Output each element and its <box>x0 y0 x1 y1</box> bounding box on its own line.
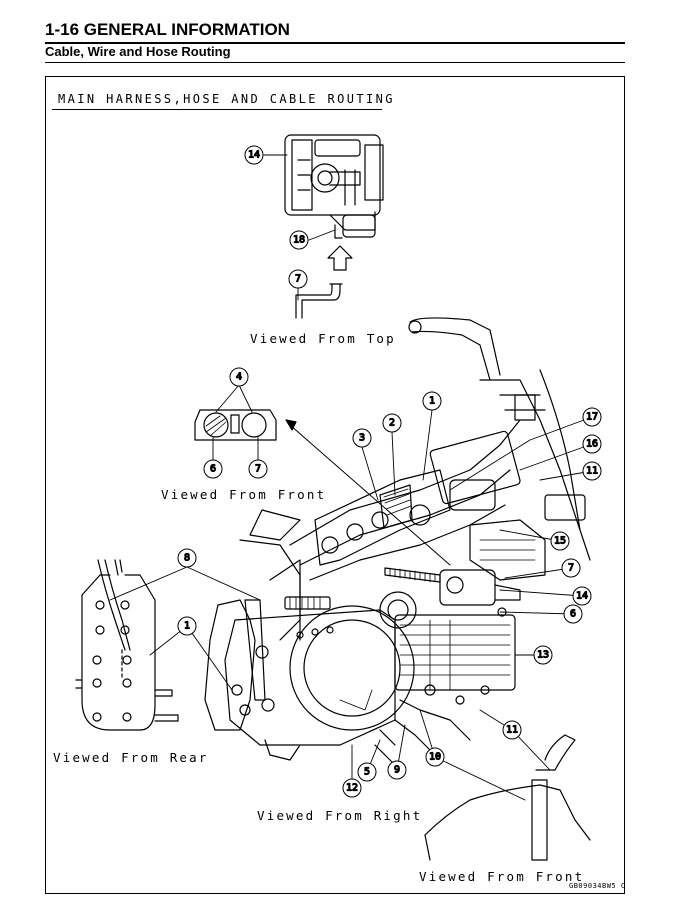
svg-text:6: 6 <box>570 609 576 620</box>
svg-text:2: 2 <box>389 418 395 429</box>
svg-text:7: 7 <box>255 464 261 475</box>
callout-7-right: 7 <box>561 558 581 578</box>
svg-text:11: 11 <box>506 725 518 736</box>
callout-4: 4 <box>229 367 249 387</box>
svg-text:10: 10 <box>429 752 441 763</box>
callout-13: 13 <box>533 645 553 665</box>
callout-1-rear: 1 <box>177 616 197 636</box>
svg-text:6: 6 <box>210 464 216 475</box>
callout-markers: 14 18 7 4 6 7 1 2 3 17 16 11 15 7 14 6 1… <box>177 145 602 798</box>
callout-16: 16 <box>582 434 602 454</box>
svg-text:14: 14 <box>248 150 260 161</box>
callout-8: 8 <box>177 548 197 568</box>
label-viewed-from-top: Viewed From Top <box>250 331 396 346</box>
rear-view-panel <box>75 559 179 731</box>
callout-18: 18 <box>289 230 309 250</box>
svg-text:7: 7 <box>295 274 301 285</box>
header-rule <box>45 42 625 44</box>
callout-15: 15 <box>550 531 570 551</box>
svg-text:8: 8 <box>184 553 190 564</box>
page-title: 1-16 GENERAL INFORMATION <box>45 20 290 39</box>
throttle-body-illustration <box>284 134 384 239</box>
callout-11-upper: 11 <box>582 461 602 481</box>
label-viewed-from-right: Viewed From Right <box>257 808 423 823</box>
section-title: Cable, Wire and Hose Routing <box>45 44 231 59</box>
callout-6-right: 6 <box>563 604 583 624</box>
direction-arrow-icon <box>327 245 353 271</box>
svg-text:14: 14 <box>576 591 588 602</box>
label-viewed-from-front-upper: Viewed From Front <box>161 487 327 502</box>
callout-14-top: 14 <box>244 145 264 165</box>
callout-17: 17 <box>582 407 602 427</box>
callout-9: 9 <box>387 760 407 780</box>
svg-text:15: 15 <box>554 536 566 547</box>
svg-text:16: 16 <box>586 439 598 450</box>
svg-text:17: 17 <box>586 412 598 423</box>
label-viewed-from-front-lower: Viewed From Front <box>419 869 585 884</box>
label-viewed-from-rear: Viewed From Rear <box>53 750 209 765</box>
svg-text:13: 13 <box>537 650 549 661</box>
svg-text:18: 18 <box>293 235 305 246</box>
svg-text:7: 7 <box>568 563 574 574</box>
section-rule <box>45 62 625 63</box>
clamp-illustration <box>194 409 277 441</box>
svg-text:11: 11 <box>586 466 598 477</box>
callout-7-top: 7 <box>288 269 308 289</box>
figure-frame <box>45 76 625 894</box>
callout-6-front: 6 <box>203 459 223 479</box>
callout-10: 10 <box>425 747 445 767</box>
figure-heading-underline <box>52 109 382 110</box>
callout-7-front: 7 <box>248 459 268 479</box>
lower-front-view-panel <box>424 734 591 861</box>
callout-14-right: 14 <box>572 586 592 606</box>
svg-text:4: 4 <box>236 372 242 383</box>
svg-text:1: 1 <box>429 396 435 407</box>
svg-text:3: 3 <box>359 433 365 444</box>
svg-text:12: 12 <box>346 783 358 794</box>
callout-3: 3 <box>352 428 372 448</box>
svg-text:9: 9 <box>394 765 400 776</box>
frame-and-engine-illustration <box>204 317 591 771</box>
svg-text:5: 5 <box>364 767 370 778</box>
callout-11-lower: 11 <box>502 720 522 740</box>
callout-1-right: 1 <box>422 391 442 411</box>
svg-text:1: 1 <box>184 621 190 632</box>
callout-12: 12 <box>342 778 362 798</box>
figure-code: GB09034BW5 C <box>569 882 626 890</box>
figure-heading: MAIN HARNESS,HOSE AND CABLE ROUTING <box>58 92 395 106</box>
callout-5: 5 <box>357 762 377 782</box>
callout-2: 2 <box>382 413 402 433</box>
hose-top-view <box>295 283 341 319</box>
